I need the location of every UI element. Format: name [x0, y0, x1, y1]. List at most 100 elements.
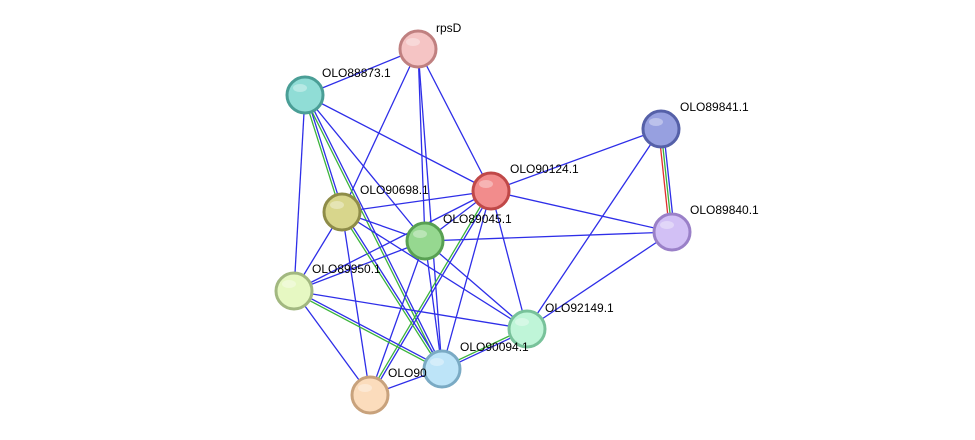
node-layer	[274, 29, 692, 415]
node-label-olo89045-1: OLO89045.1	[443, 212, 512, 226]
node-label-olo90698-1: OLO90698.1	[360, 183, 429, 197]
edge-line	[490, 190, 528, 330]
edge-line	[341, 211, 371, 396]
edge-rpsd-olo90124-1	[417, 48, 492, 192]
edge-olo88873-1-olo89045-1	[304, 94, 426, 242]
node-circle[interactable]	[274, 271, 314, 311]
node-circle[interactable]	[398, 29, 438, 69]
node-highlight	[660, 221, 674, 229]
edge-line	[304, 94, 492, 192]
node-label-olo89950-1: OLO89950.1	[312, 262, 381, 276]
edge-rpsd-olo90698-1	[341, 48, 419, 213]
node-olo89840-1[interactable]	[652, 212, 692, 252]
node-olo89045-1[interactable]	[405, 221, 445, 261]
edge-olo89841-1-olo92149-1	[526, 128, 662, 330]
edge-olo89045-1-olo89950-1	[293, 240, 426, 292]
node-circle[interactable]	[422, 349, 462, 389]
node-olo89841-1[interactable]	[641, 109, 681, 149]
edge-line	[526, 231, 673, 330]
node-label-olo90: OLO90	[388, 366, 427, 380]
edge-line	[293, 291, 442, 371]
edge-olo89045-1-olo89840-1	[424, 231, 673, 242]
node-olo89950-1[interactable]	[274, 271, 314, 311]
edge-line	[303, 95, 442, 370]
node-circle[interactable]	[350, 375, 390, 415]
node-olo90094-1[interactable]	[422, 349, 462, 389]
edge-olo88873-1-olo90124-1	[304, 94, 492, 192]
edge-line	[293, 240, 426, 292]
edge-line	[341, 48, 419, 213]
label-layer: rpsD OLO88873.1OLO89841.1OLO90124.1OLO906…	[312, 21, 759, 380]
edge-line	[293, 290, 371, 396]
edge-line	[441, 190, 492, 370]
node-olo90[interactable]	[350, 375, 390, 415]
edge-line	[293, 290, 528, 330]
edge-line	[342, 211, 444, 369]
edge-line	[417, 48, 492, 192]
edge-line	[305, 94, 344, 212]
node-label-olo92149-1: OLO92149.1	[545, 301, 614, 315]
edge-olo90698-1-olo92149-1	[341, 211, 528, 330]
edge-olo89950-1-olo90	[293, 290, 371, 396]
node-circle[interactable]	[322, 192, 362, 232]
edge-line	[424, 231, 673, 242]
edge-line	[417, 48, 426, 242]
edge-olo88873-1-olo90094-1	[303, 94, 444, 370]
edge-rpsd-olo88873-1	[304, 48, 419, 96]
edge-olo90124-1-olo90698-1	[341, 190, 492, 213]
node-circle[interactable]	[405, 221, 445, 261]
edge-olo89045-1-olo92149-1	[424, 240, 528, 330]
node-highlight	[406, 38, 420, 46]
node-highlight	[282, 280, 296, 288]
node-highlight	[479, 180, 493, 188]
node-circle[interactable]	[471, 171, 511, 211]
edge-olo89841-1-olo90124-1	[490, 128, 662, 192]
node-highlight	[649, 118, 663, 126]
node-label-olo90094-1: OLO90094.1	[460, 340, 529, 354]
edge-olo89045-1-olo90	[369, 240, 426, 396]
node-label-olo88873-1: OLO88873.1	[322, 66, 391, 80]
node-label-olo89841-1: OLO89841.1	[680, 100, 749, 114]
edge-olo89950-1-olo90094-1	[293, 289, 443, 371]
edge-line	[341, 190, 492, 213]
edge-line	[293, 190, 492, 292]
node-olo92149-1[interactable]	[507, 309, 547, 349]
node-highlight	[293, 84, 307, 92]
edge-olo90124-1-olo92149-1	[490, 190, 528, 330]
edge-line	[424, 240, 528, 330]
edge-olo90124-1-olo89950-1	[293, 190, 492, 292]
edge-line	[490, 128, 662, 192]
node-highlight	[413, 230, 427, 238]
edge-line	[303, 95, 342, 213]
node-label-olo89840-1: OLO89840.1	[690, 203, 759, 217]
edge-line	[340, 212, 442, 370]
node-label-olo90124-1: OLO90124.1	[510, 162, 579, 176]
node-circle[interactable]	[285, 75, 325, 115]
edge-line	[294, 289, 443, 369]
edge-line	[368, 190, 491, 395]
edge-line	[304, 48, 419, 96]
edge-line	[424, 240, 443, 370]
edge-olo88873-1-olo90698-1	[303, 94, 344, 213]
edge-olo89840-1-olo92149-1	[526, 231, 673, 330]
edge-olo89045-1-olo90094-1	[424, 240, 443, 370]
edge-line	[293, 94, 306, 292]
node-highlight	[515, 318, 529, 326]
node-highlight	[358, 384, 372, 392]
edge-olo90698-1-olo90	[341, 211, 371, 396]
node-circle[interactable]	[507, 309, 547, 349]
edge-olo88873-1-olo89950-1	[293, 94, 306, 292]
node-highlight	[330, 201, 344, 209]
node-olo90124-1[interactable]	[471, 171, 511, 211]
edge-olo90698-1-olo90094-1	[340, 211, 444, 370]
node-circle[interactable]	[652, 212, 692, 252]
node-label-rpsd: rpsD	[436, 21, 462, 35]
node-olo88873-1[interactable]	[285, 75, 325, 115]
node-circle[interactable]	[641, 109, 681, 149]
node-olo90698-1[interactable]	[322, 192, 362, 232]
node-rpsd[interactable]	[398, 29, 438, 69]
edge-olo90124-1-olo89840-1	[490, 190, 673, 233]
edge-layer	[293, 48, 676, 396]
edge-rpsd-olo90094-1	[417, 48, 443, 370]
